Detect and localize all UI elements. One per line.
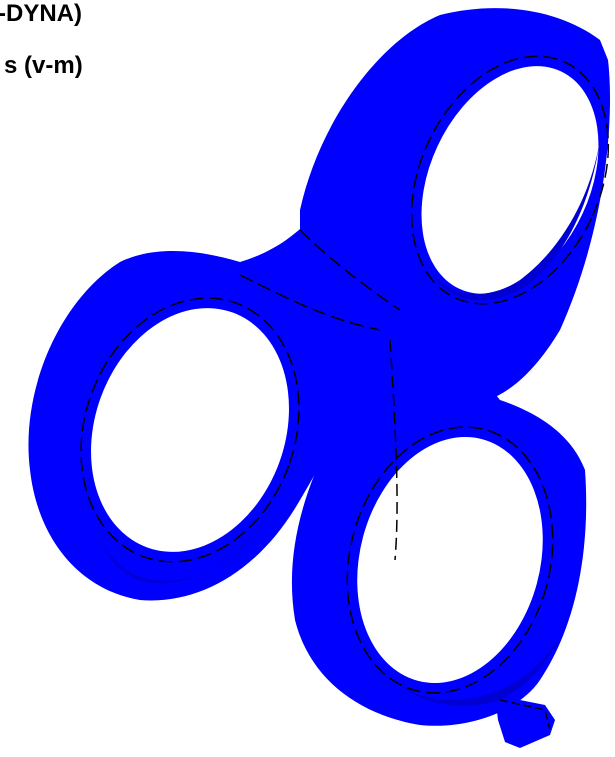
center-band [240, 210, 417, 380]
blue-clip-part [28, 8, 611, 748]
tab-tail [495, 695, 555, 748]
lower-inner-wall [380, 590, 575, 706]
upper-hole [421, 66, 599, 294]
header-text-line1: -DYNA) [0, 0, 82, 27]
header-text-line2: s (v-m) [4, 52, 83, 79]
left-hole [91, 308, 289, 552]
lower-hole [357, 437, 543, 683]
